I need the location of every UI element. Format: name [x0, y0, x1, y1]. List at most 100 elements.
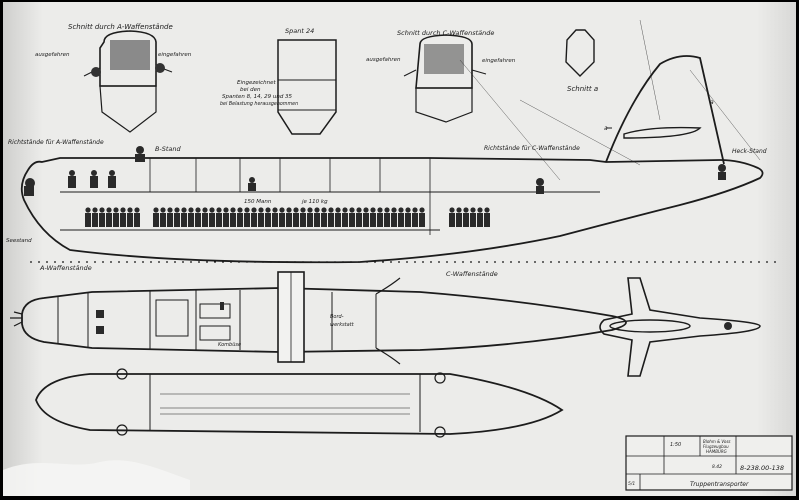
plan-label-3: Kombüse — [218, 342, 241, 348]
troop-figure-head — [113, 207, 119, 213]
troop-figure-body — [391, 213, 397, 227]
capacity-men: 150 Mann — [244, 199, 272, 205]
troop-figure-head — [356, 207, 362, 213]
troop-figure-head — [307, 207, 313, 213]
troop-figure-body — [230, 213, 236, 227]
troop-figure-body — [412, 213, 418, 227]
troop-figure-body — [167, 213, 173, 227]
plan-view-tailplane — [599, 277, 761, 377]
troop-figure-body — [153, 213, 159, 227]
plan-label-1: Bord- — [330, 314, 344, 320]
troop-figure-head — [160, 207, 166, 213]
troop-figure-head — [470, 207, 476, 213]
troop-figure-head — [391, 207, 397, 213]
side-view-tail-fin — [605, 55, 725, 165]
tb-drawing-number: 8-238.00-138 — [740, 464, 784, 472]
spant-title: Spant 24 — [285, 27, 314, 35]
troop-figure-head — [153, 207, 159, 213]
troop-figure-body — [398, 213, 404, 227]
troop-figure-head — [477, 207, 483, 213]
troop-figure-body — [127, 213, 133, 227]
troop-figure-head — [258, 207, 264, 213]
richt-c-label: Richtstände für C-Waffenstände — [484, 145, 580, 152]
troop-figure-body — [405, 213, 411, 227]
tb-date: 8.42 — [712, 464, 722, 470]
tb-company-2: Flugzeugbau — [703, 444, 729, 449]
spant-note-1: Eingezeichnet — [237, 80, 277, 86]
troop-figure-body — [477, 213, 483, 227]
troop-figure-body — [251, 213, 257, 227]
troop-figure-head — [342, 207, 348, 213]
troop-figure-head — [209, 207, 215, 213]
troop-figure-head — [127, 207, 133, 213]
troop-figure-head — [398, 207, 404, 213]
section-c-right-label: eingefahren — [482, 58, 516, 64]
troop-figure-body — [106, 213, 112, 227]
spant-note-2: bei den — [240, 87, 261, 93]
troop-figure-body — [223, 213, 229, 227]
troop-figure-head — [181, 207, 187, 213]
troop-figure-head — [279, 207, 285, 213]
troop-figure-body — [321, 213, 327, 227]
troop-figure-body — [300, 213, 306, 227]
troop-figure-head — [272, 207, 278, 213]
troop-figure-head — [265, 207, 271, 213]
troop-figure-body — [328, 213, 334, 227]
capacity-weight: je 110 kg — [301, 199, 328, 205]
troop-figure-body — [209, 213, 215, 227]
troop-figure-head — [223, 207, 229, 213]
troop-figure-body — [307, 213, 313, 227]
troop-figure-body — [279, 213, 285, 227]
troop-figure-head — [449, 207, 455, 213]
troop-figure-body — [363, 213, 369, 227]
troop-figure-head — [384, 207, 390, 213]
troop-figure-body — [314, 213, 320, 227]
title-block — [625, 435, 793, 491]
hull-plan-view — [35, 368, 564, 438]
troop-figure-head — [286, 207, 292, 213]
troop-figure-body — [265, 213, 271, 227]
troop-figure-body — [174, 213, 180, 227]
section-mark-a-left: a — [604, 125, 608, 132]
troop-figure-body — [349, 213, 355, 227]
troop-figure-body — [134, 213, 140, 227]
troop-figure-head — [134, 207, 140, 213]
troop-figure-head — [405, 207, 411, 213]
plan-view-fuselage — [10, 271, 627, 365]
troop-figure-head — [106, 207, 112, 213]
troop-figure-head — [174, 207, 180, 213]
troop-figure-body — [449, 213, 455, 227]
troop-figure-body — [160, 213, 166, 227]
a-waffen-label: A-Waffenstände — [39, 264, 92, 272]
troop-figure-body — [370, 213, 376, 227]
seestand-label: Seestand — [6, 238, 32, 244]
troop-figure-head — [321, 207, 327, 213]
troop-figure-body — [181, 213, 187, 227]
troop-figures — [85, 207, 490, 227]
troop-figure-head — [328, 207, 334, 213]
tb-company-1: Blohm & Voss — [703, 439, 731, 444]
troop-figure-head — [202, 207, 208, 213]
troop-figure-head — [300, 207, 306, 213]
schnitt-a-drawing — [565, 29, 595, 77]
section-c-left-label: ausgefahren — [366, 57, 401, 63]
section-a-drawing — [83, 30, 173, 133]
troop-figure-body — [272, 213, 278, 227]
troop-figure-body — [419, 213, 425, 227]
troop-figure-body — [237, 213, 243, 227]
troop-figure-head — [419, 207, 425, 213]
troop-figure-head — [244, 207, 250, 213]
troop-figure-body — [195, 213, 201, 227]
paper-sheet — [3, 2, 796, 496]
troop-figure-body — [286, 213, 292, 227]
troop-figure-body — [85, 213, 91, 227]
troop-figure-body — [456, 213, 462, 227]
section-c-title: Schnitt durch C-Waffenstände — [397, 29, 494, 37]
section-a-right-label: eingefahren — [158, 52, 192, 58]
troop-figure-body — [377, 213, 383, 227]
troop-figure-head — [230, 207, 236, 213]
troop-figure-head — [335, 207, 341, 213]
plan-label-2: werkstatt — [330, 322, 355, 328]
troop-figure-head — [349, 207, 355, 213]
